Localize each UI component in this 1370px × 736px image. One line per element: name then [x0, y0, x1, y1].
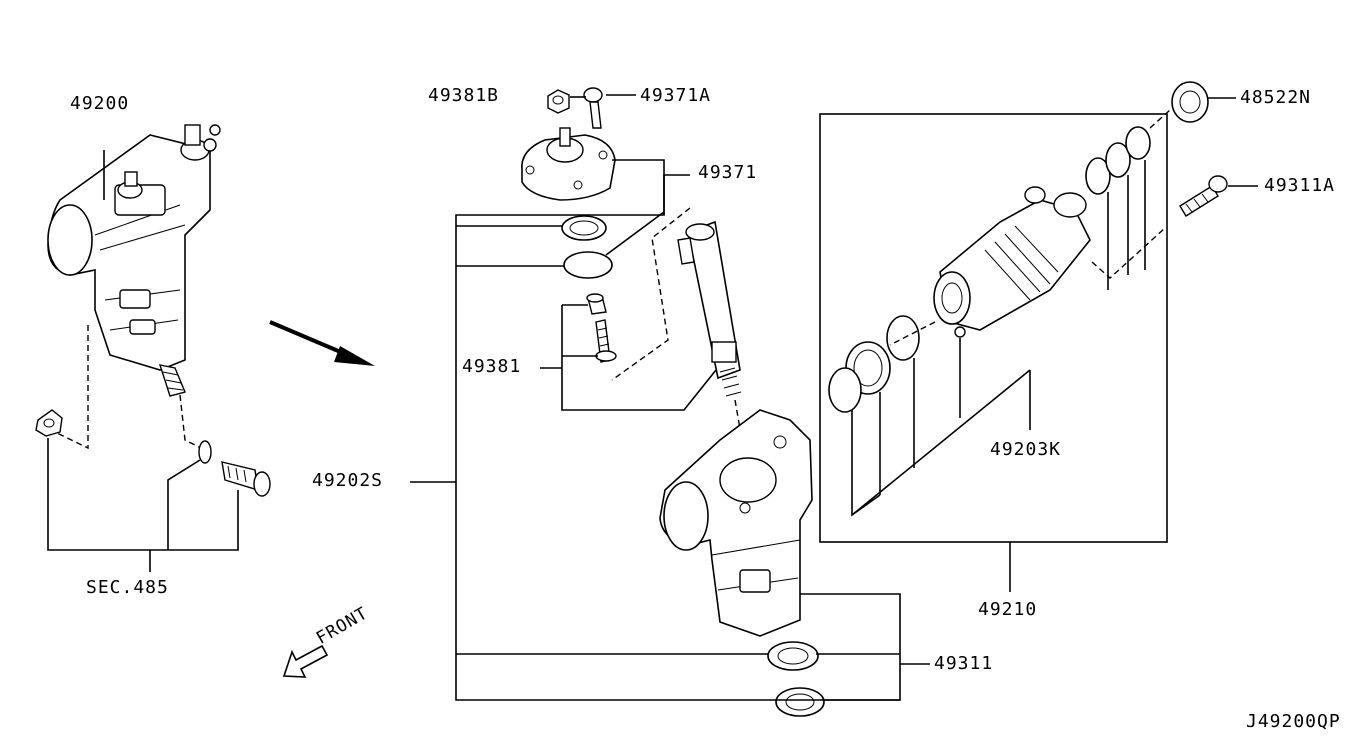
outer-right-parts	[1171, 81, 1258, 217]
steering-gear-assembly-left	[35, 124, 271, 572]
front-arrow	[282, 644, 329, 678]
label-49371: 49371	[698, 162, 758, 183]
label-49381B: 49381B	[428, 85, 500, 106]
label-49381: 49381	[462, 356, 522, 377]
label-49200: 49200	[70, 93, 130, 114]
label-sec485: SEC.485	[86, 577, 169, 598]
label-49203K: 49203K	[990, 439, 1062, 460]
center-parts	[410, 87, 930, 717]
diagram-code: J49200QP	[1246, 711, 1341, 732]
label-49202S: 49202S	[312, 470, 384, 491]
direction-arrow	[269, 320, 375, 366]
kit-box-49210	[819, 109, 1171, 592]
label-48522N: 48522N	[1240, 87, 1312, 108]
label-49311A: 49311A	[1264, 175, 1336, 196]
label-49210: 49210	[978, 599, 1038, 620]
label-49371A: 49371A	[640, 85, 712, 106]
label-49311: 49311	[934, 653, 994, 674]
